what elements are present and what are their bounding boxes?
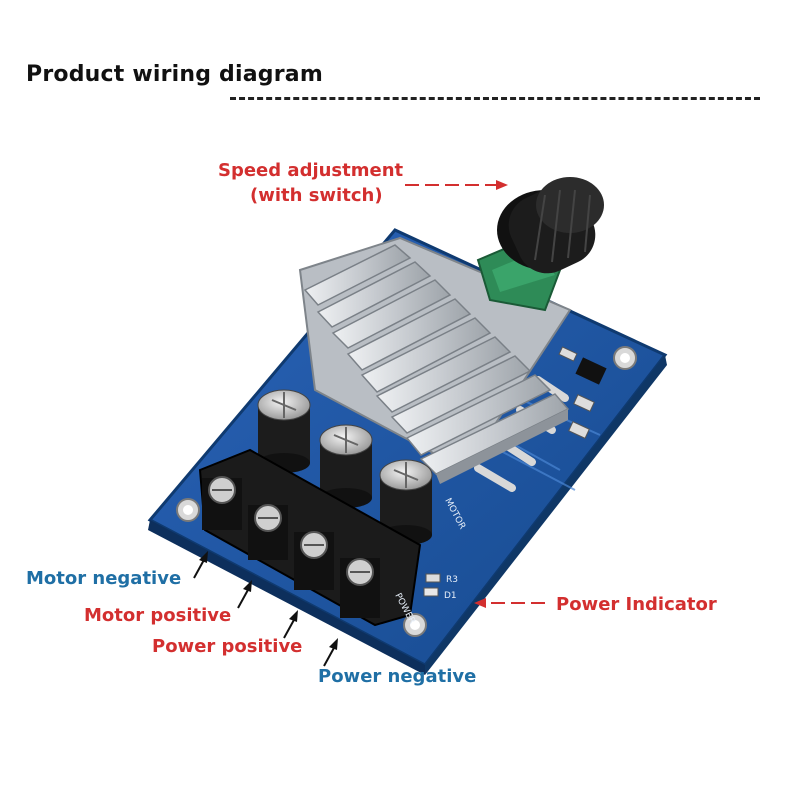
speed-arrow: [405, 180, 508, 190]
led-d1: [423, 587, 439, 597]
power-negative-arrow: [323, 638, 338, 667]
motor-negative-arrow: [193, 551, 208, 579]
terminal-screw-motor-negative: [202, 476, 242, 530]
callout-arrows: [193, 180, 545, 667]
smd-components: [423, 346, 607, 597]
power-positive-label: Power positive: [152, 636, 303, 657]
indicator-arrow: [474, 598, 545, 608]
terminal-screw-power-negative: [340, 558, 380, 618]
capacitors: [257, 389, 433, 545]
speed-adjustment-label: Speed adjustment: [218, 160, 404, 181]
motor-positive-arrow: [237, 580, 252, 609]
power-indicator-label: Power Indicator: [556, 594, 717, 615]
motor-positive-label: Motor positive: [84, 605, 232, 626]
silk-d1: D1: [444, 591, 457, 601]
terminal-screw-power-positive: [294, 531, 334, 590]
power-positive-arrow: [283, 610, 298, 639]
terminal-screw-motor-positive: [248, 504, 288, 560]
resistor-r3: [425, 573, 441, 583]
power-negative-label: Power negative: [318, 666, 477, 687]
page-title: Product wiring diagram: [26, 62, 323, 87]
capacitor-1: [257, 389, 311, 473]
speed-adjustment-sublabel: (with switch): [250, 185, 383, 206]
motor-negative-label: Motor negative: [26, 568, 182, 589]
title-underline: [230, 97, 760, 100]
speed-knob: [497, 177, 604, 274]
terminal-block: [198, 448, 422, 627]
silk-r3: R3: [446, 575, 458, 585]
